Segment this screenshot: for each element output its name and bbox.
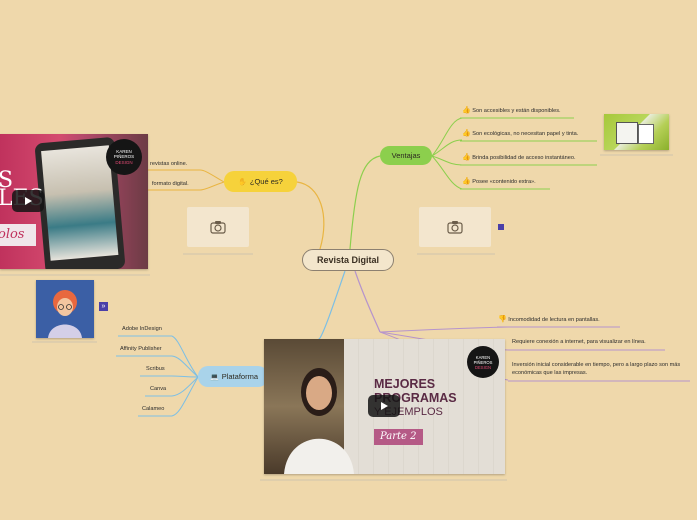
thumbs-up-icon: 👍 [462, 178, 471, 185]
video-thumbnail-bottom[interactable]: MEJORES PROGRAMAS Y EJEMPLOS Parte 2 KAR… [264, 339, 505, 474]
central-topic[interactable]: Revista Digital [302, 249, 394, 271]
ventajas-item-1[interactable]: 👍 Son accesibles y están disponibles. [462, 106, 561, 114]
thumbs-up-icon: 👍 [462, 130, 471, 137]
que-es-label: ¿Qué es? [249, 177, 283, 186]
woman-illustration [48, 290, 82, 338]
video-overlay-script: olos [0, 224, 36, 246]
play-icon [25, 197, 32, 205]
desventajas-item-2[interactable]: Requiere conexión a internet, para visua… [512, 339, 646, 345]
que-es-item-1[interactable]: revistas online. [150, 161, 188, 167]
thumbs-up-icon: 👍 [462, 154, 471, 161]
ventajas-item-4-text: Posee «contenido extra». [472, 179, 536, 185]
ventajas-image[interactable] [604, 114, 669, 150]
que-es-node[interactable]: ✋ ¿Qué es? [224, 171, 297, 192]
ventajas-item-3[interactable]: 👍 Brinda posibilidad de acceso instantán… [462, 153, 576, 161]
ventajas-item-2-text: Son ecológicas, no necesitan papel y tin… [472, 131, 579, 137]
desventajas-item-3[interactable]: Inversión inicial considerable en tiempo… [512, 362, 681, 376]
image-placeholder[interactable] [419, 207, 491, 247]
video-part-label: Parte 2 [374, 429, 423, 445]
play-button[interactable] [368, 395, 400, 417]
play-icon [381, 402, 388, 410]
play-button[interactable] [12, 190, 44, 212]
desventajas-item-1-text: Incomodidad de lectura en pantallas. [508, 317, 600, 323]
plataforma-item-1[interactable]: Adobe InDesign [122, 326, 162, 332]
que-es-item-2[interactable]: formato digital. [152, 181, 189, 187]
ventajas-item-2[interactable]: 👍 Son ecológicas, no necesitan papel y t… [462, 129, 578, 137]
brand-logo: KAREN PIÑEROS DESIGN [467, 346, 499, 378]
camera-icon [447, 221, 463, 234]
video-thumbnail-left[interactable]: S LES olos KAREN PIÑEROS DESIGN [0, 134, 148, 269]
magazine-image [616, 122, 638, 144]
collapse-icon[interactable]: » [99, 302, 108, 311]
tablet-image [638, 124, 654, 144]
hand-emoji-icon: ✋ [238, 178, 247, 186]
central-topic-label: Revista Digital [316, 255, 380, 265]
computer-icon: 💻 [210, 373, 219, 381]
ventajas-node[interactable]: Ventajas [380, 146, 432, 165]
note-icon[interactable] [498, 224, 504, 230]
plataforma-item-3[interactable]: Scribus [146, 366, 165, 372]
brand-logo: KAREN PIÑEROS DESIGN [106, 139, 142, 175]
plataforma-node[interactable]: 💻 Plataforma [198, 366, 268, 387]
thumbs-up-icon: 👍 [462, 107, 471, 114]
ventajas-label: Ventajas [391, 151, 421, 160]
image-placeholder[interactable] [187, 207, 249, 247]
presenter-image [284, 368, 354, 474]
ventajas-item-4[interactable]: 👍 Posee «contenido extra». [462, 177, 536, 185]
plataforma-item-5[interactable]: Calameo [142, 406, 165, 412]
camera-icon [210, 221, 226, 234]
desventajas-item-1[interactable]: 👎 Incomodidad de lectura en pantallas. [498, 315, 600, 323]
avatar-image[interactable] [36, 280, 94, 338]
thumbs-down-icon: 👎 [498, 316, 507, 323]
plataforma-item-4[interactable]: Canva [150, 386, 167, 392]
ventajas-item-3-text: Brinda posibilidad de acceso instantáneo… [472, 155, 576, 161]
plataforma-label: Plataforma [221, 372, 258, 381]
plataforma-item-2[interactable]: Affinity Publisher [120, 346, 162, 352]
ventajas-item-1-text: Son accesibles y están disponibles. [472, 108, 561, 114]
